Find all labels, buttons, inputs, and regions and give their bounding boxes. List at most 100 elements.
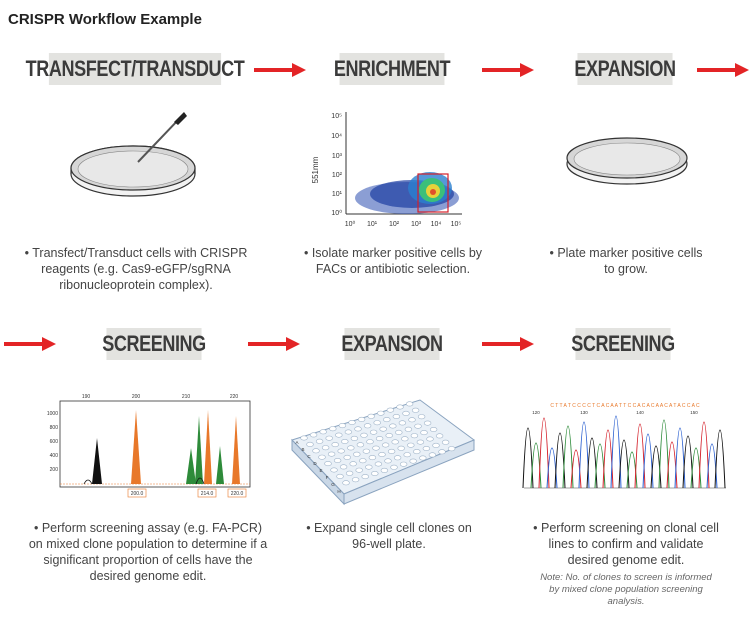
- well: [391, 439, 399, 445]
- well: [410, 433, 419, 439]
- well: [366, 439, 374, 445]
- svg-text:800: 800: [50, 425, 59, 431]
- well: [363, 423, 372, 429]
- step-label-expansion-2: EXPANSION: [341, 328, 443, 360]
- well: [338, 423, 347, 429]
- trace-peak: [618, 439, 630, 489]
- svg-text:10¹: 10¹: [367, 221, 378, 228]
- well: [375, 436, 384, 442]
- trace-peak: [610, 415, 622, 489]
- svg-text:210: 210: [182, 394, 191, 400]
- well: [396, 404, 404, 410]
- well: [422, 445, 431, 451]
- arrow-icon: [697, 63, 749, 77]
- 96-well-plate-image: A B C D E F G H: [291, 399, 476, 506]
- svg-text:10⁰: 10⁰: [331, 209, 342, 217]
- well: [348, 419, 356, 425]
- well: [362, 448, 371, 454]
- trace-peak: [538, 417, 550, 489]
- svg-text:C: C: [307, 454, 311, 459]
- well: [327, 451, 336, 457]
- step-description: • Perform screening on clonal cell lines…: [533, 521, 719, 567]
- well: [423, 420, 432, 426]
- well: [420, 430, 428, 436]
- well: [312, 448, 320, 454]
- well: [339, 464, 348, 470]
- step-label-screening-2: SCREENING: [571, 328, 675, 360]
- svg-text:1000: 1000: [47, 411, 58, 417]
- well: [381, 442, 390, 448]
- well: [435, 433, 444, 439]
- well: [349, 461, 357, 467]
- well: [341, 438, 349, 444]
- well: [321, 445, 330, 451]
- svg-text:220.0: 220.0: [231, 491, 244, 497]
- well: [413, 449, 421, 455]
- well: [315, 438, 324, 444]
- well: [355, 467, 363, 473]
- arrow-icon: [4, 337, 56, 351]
- trace-peak: [698, 421, 710, 489]
- well: [380, 467, 389, 473]
- well: [318, 454, 326, 460]
- svg-text:214.0: 214.0: [201, 491, 214, 497]
- trace-peak: [714, 429, 726, 489]
- svg-text:10⁰: 10⁰: [345, 220, 356, 228]
- svg-text:10³: 10³: [411, 221, 422, 228]
- petri-dish-pipette-image: [70, 112, 196, 197]
- well: [414, 423, 422, 429]
- arrow-icon: [482, 63, 534, 77]
- svg-text:D: D: [313, 461, 317, 466]
- step-label-enrichment: ENRICHMENT: [334, 53, 451, 85]
- svg-text:400: 400: [50, 453, 59, 459]
- well: [408, 417, 416, 423]
- step-description: • Isolate marker positive cells by FACs …: [303, 246, 483, 276]
- well: [344, 429, 353, 435]
- trace-peak: [642, 433, 654, 489]
- svg-text:140: 140: [636, 410, 644, 415]
- well: [429, 426, 438, 432]
- well: [343, 454, 351, 460]
- page-title: CRISPR Workflow Example: [8, 11, 202, 28]
- svg-text:130: 130: [580, 410, 588, 415]
- well: [333, 458, 342, 464]
- fa-pcr-electropherogram-image: 190 200 210 220 1000 800 600 400 200 200…: [47, 394, 251, 498]
- well: [306, 441, 314, 447]
- well: [409, 458, 417, 464]
- well: [353, 451, 361, 457]
- svg-text:10²: 10²: [332, 172, 343, 179]
- well: [337, 448, 345, 454]
- trace-peak: [522, 427, 534, 489]
- well: [404, 426, 413, 432]
- trace-peak: [562, 425, 574, 489]
- well: [377, 410, 385, 416]
- well: [359, 458, 367, 464]
- svg-text:200: 200: [132, 394, 141, 400]
- well: [432, 442, 440, 448]
- well: [309, 432, 318, 438]
- well: [383, 417, 391, 423]
- svg-text:B: B: [301, 447, 304, 452]
- well: [325, 435, 333, 441]
- svg-text:10⁴: 10⁴: [431, 221, 442, 228]
- svg-text:10⁴: 10⁴: [331, 133, 342, 140]
- svg-text:C T T A T C C C C T C A C A A: C T T A T C C C C T C A C A A T T C C A …: [550, 403, 700, 409]
- well: [336, 473, 344, 479]
- svg-text:F: F: [326, 475, 329, 480]
- well: [428, 452, 437, 458]
- step-label-screening-1: SCREENING: [102, 328, 206, 360]
- well: [395, 429, 403, 435]
- well: [360, 432, 368, 438]
- well: [378, 451, 386, 457]
- well: [379, 426, 387, 432]
- well: [354, 426, 362, 432]
- well: [368, 455, 377, 461]
- well: [361, 474, 369, 480]
- well: [416, 439, 425, 445]
- well: [330, 467, 338, 473]
- well: [351, 477, 360, 483]
- well: [329, 426, 337, 432]
- well: [384, 458, 392, 464]
- well: [426, 436, 434, 442]
- svg-text:551mm: 551mm: [312, 156, 320, 183]
